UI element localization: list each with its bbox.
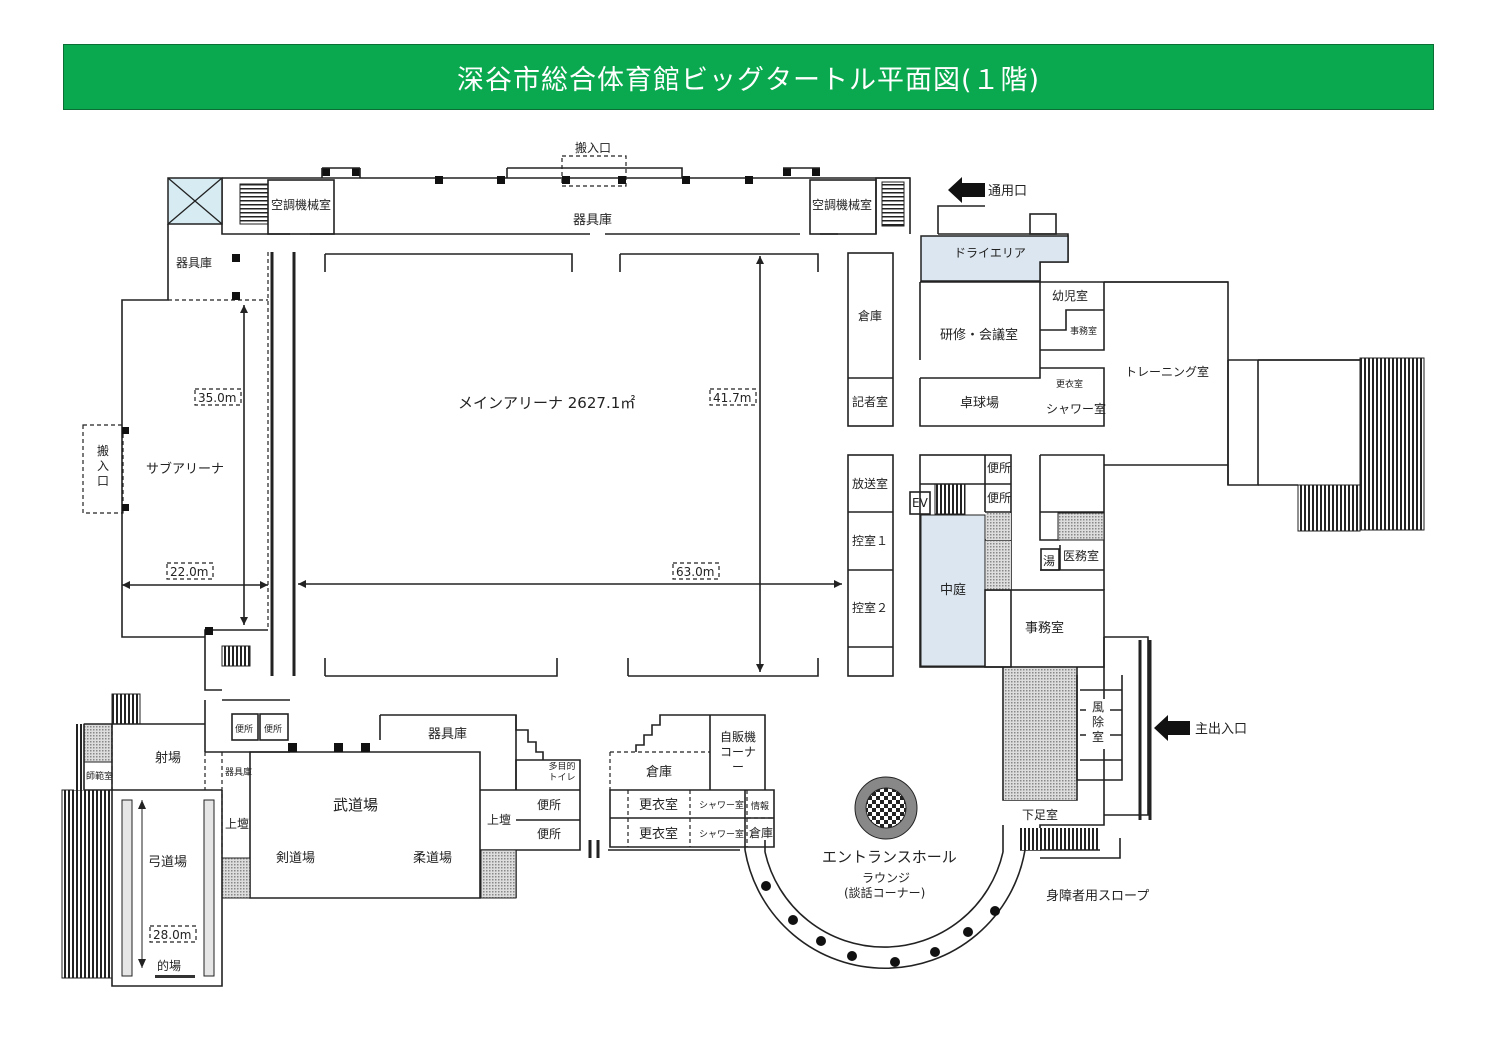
- label-storage-small: 倉庫: [749, 825, 773, 840]
- label-infant-room: 幼児室: [1052, 288, 1088, 303]
- title-banner: 深谷市総合体育館ビッグタートル平面図(１階): [63, 44, 1434, 110]
- main-arena: [270, 252, 842, 677]
- south-middle-rooms: [379, 714, 775, 898]
- label-archery-hall: 弓道場: [148, 855, 187, 870]
- label-shoe-room: 下足室: [1022, 807, 1058, 822]
- label-office: 事務室: [1025, 620, 1064, 636]
- label-service-entrance: 通用口: [988, 184, 1027, 199]
- label-multipurpose-toilet: 多目的トイレ: [548, 762, 576, 783]
- label-toilet-e: 便所: [235, 723, 253, 735]
- label-toilet-b: 便所: [987, 491, 1011, 505]
- label-broadcast-room: 放送室: [852, 476, 888, 491]
- label-hvac-right: 空調機械室: [812, 197, 872, 212]
- label-medical-room: 医務室: [1063, 548, 1099, 563]
- sub-arena: [82, 224, 269, 691]
- dim-sub-arena-length: 35.0m: [198, 391, 236, 405]
- label-ev: EV: [912, 496, 929, 510]
- label-main-entrance: 主出入口: [1195, 722, 1247, 737]
- label-referee-room: 師範室: [86, 770, 113, 782]
- label-upper-stage-right: 上壇: [487, 812, 511, 827]
- label-press-room: 記者室: [852, 394, 888, 409]
- label-lounge-sub: (談話コーナー): [844, 885, 925, 900]
- budo-hall: [204, 699, 517, 899]
- service-entrance-arrow-icon: [948, 177, 985, 203]
- entrance-hall: [744, 776, 1026, 969]
- label-hot-water: 湯: [1043, 554, 1055, 568]
- dim-sub-arena-width: 22.0m: [170, 565, 208, 579]
- label-shower-2: シャワー室: [699, 828, 744, 840]
- label-sub-arena: サブアリーナ: [146, 461, 224, 477]
- label-upper-stage-left: 上壇: [225, 816, 249, 831]
- label-loading-left: 搬入口: [96, 444, 109, 488]
- label-toilet-a: 便所: [987, 461, 1011, 475]
- label-storage-right: 倉庫: [858, 308, 882, 323]
- label-budo-hall: 武道場: [333, 796, 378, 814]
- label-toilet-d: 便所: [537, 827, 561, 841]
- label-training-meeting: 研修・会議室: [940, 327, 1018, 343]
- label-lounge: ラウンジ: [862, 871, 910, 885]
- label-vending: 自販機コーナー: [719, 730, 756, 774]
- label-shooting-place: 射場: [155, 750, 181, 766]
- label-table-tennis: 卓球場: [960, 396, 999, 411]
- dim-archery-length: 28.0m: [153, 928, 191, 942]
- label-waiting-room-1: 控室１: [852, 533, 888, 548]
- label-changing-1: 更衣室: [639, 797, 678, 813]
- label-target-place: 的場: [157, 958, 181, 973]
- label-storage-bottom: 倉庫: [646, 765, 672, 780]
- archery-hall: [61, 693, 223, 987]
- label-hvac-left: 空調機械室: [271, 197, 331, 212]
- label-info: 情報: [751, 800, 769, 812]
- label-toilet-f: 便所: [264, 723, 282, 735]
- label-main-arena: メインアリーナ 2627.1㎡: [458, 394, 635, 412]
- label-office-small: 事務室: [1070, 325, 1097, 337]
- label-equipment-left: 器具庫: [176, 256, 212, 270]
- dim-main-arena-length: 41.7m: [713, 391, 751, 405]
- label-equipment-budo: 器具庫: [428, 727, 467, 742]
- label-courtyard: 中庭: [940, 582, 966, 598]
- label-changing-2: 更衣室: [639, 826, 678, 842]
- label-entrance-hall: エントランスホール: [822, 848, 957, 866]
- east-wing: [875, 177, 1425, 859]
- top-corridor: [167, 155, 911, 235]
- dim-main-arena-width: 63.0m: [676, 565, 714, 579]
- label-changing-room-tr: 更衣室: [1056, 378, 1083, 390]
- label-shower-room-tr: シャワー室: [1046, 401, 1106, 416]
- label-shower-1: シャワー室: [699, 799, 744, 811]
- label-windbreak: 風除室: [1091, 700, 1104, 744]
- label-equipment-small: 器具庫: [225, 766, 252, 778]
- label-slope: 身障者用スロープ: [1046, 888, 1149, 904]
- right-column-rooms: [847, 252, 894, 677]
- label-toilet-c: 便所: [537, 798, 561, 812]
- label-equipment-top: 器具庫: [573, 213, 612, 228]
- page-title: 深谷市総合体育館ビッグタートル平面図(１階): [456, 64, 1041, 96]
- label-loading-top: 搬入口: [575, 140, 611, 155]
- label-judo: 柔道場: [413, 851, 452, 866]
- label-kendo: 剣道場: [276, 851, 315, 866]
- label-waiting-room-2: 控室２: [852, 600, 888, 615]
- label-dry-area: ドライエリア: [954, 246, 1026, 260]
- label-training-room: トレーニング室: [1125, 364, 1209, 379]
- main-entrance-arrow-icon: [1154, 715, 1190, 741]
